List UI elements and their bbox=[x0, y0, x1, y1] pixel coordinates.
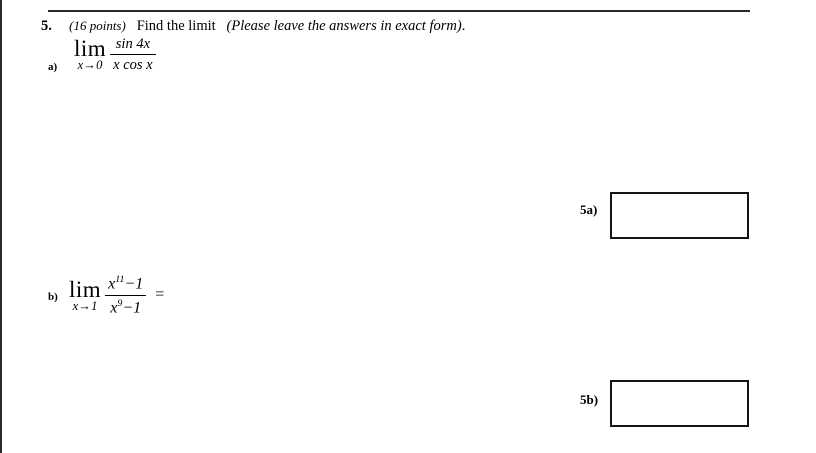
part-b-limit-subscript: x→1 bbox=[73, 300, 98, 313]
page-edge-artifact bbox=[0, 0, 2, 453]
part-b-sub-target: 1 bbox=[91, 299, 98, 314]
problem-instruction-note: (Please leave the answers in exact form) bbox=[226, 18, 462, 34]
problem-heading: 5. (16 points) Find the limit (Please le… bbox=[41, 19, 465, 34]
part-b-den-exponent: 9 bbox=[117, 297, 123, 309]
part-b-equals-sign: = bbox=[155, 285, 165, 303]
part-b-numerator: x11−1 bbox=[105, 274, 146, 293]
heading-space-2 bbox=[219, 18, 223, 34]
part-a-denominator: x cos x bbox=[113, 56, 153, 73]
part-b-den-rest: −1 bbox=[122, 299, 142, 317]
problem-points: (16 points) bbox=[69, 18, 126, 33]
part-b-limit-operator: lim x→1 bbox=[69, 278, 101, 313]
part-a-lim-word: lim bbox=[74, 36, 107, 62]
part-b-label: b) bbox=[48, 291, 58, 303]
part-b-num-rest: −1 bbox=[124, 275, 144, 293]
problem-instruction: Find the limit bbox=[136, 18, 216, 34]
answer-box-5a[interactable] bbox=[610, 192, 749, 239]
part-a-numerator: sin 4x bbox=[115, 36, 151, 52]
part-a-label: a) bbox=[48, 61, 58, 73]
part-b-sub-var: x bbox=[72, 299, 79, 314]
part-b-lim-word: lim bbox=[69, 277, 102, 303]
part-b-fraction-bar bbox=[105, 294, 147, 297]
heading-space-1 bbox=[129, 18, 133, 34]
part-b-denominator: x9−1 bbox=[107, 298, 144, 317]
part-b-num-exponent: 11 bbox=[115, 274, 125, 285]
part-a-expression: lim x→0 sin 4x x cos x bbox=[74, 36, 156, 73]
part-a-sub-var: x bbox=[77, 58, 84, 73]
part-a-fraction-bar bbox=[110, 53, 156, 56]
part-a-sub-target: 0 bbox=[96, 58, 103, 73]
answer-label-5a: 5a) bbox=[580, 202, 598, 217]
problem-instruction-period: . bbox=[461, 18, 466, 34]
part-a-limit-operator: lim x→0 bbox=[74, 37, 106, 72]
part-b-sub-arrow: → bbox=[78, 299, 92, 314]
part-a-fraction: sin 4x x cos x bbox=[110, 36, 156, 73]
answer-box-5b[interactable] bbox=[610, 380, 749, 427]
part-a-sub-arrow: → bbox=[83, 58, 97, 73]
part-a-limit-subscript: x→0 bbox=[78, 59, 103, 72]
part-b-fraction: x11−1 x9−1 bbox=[105, 274, 147, 317]
problem-number: 5. bbox=[41, 18, 52, 34]
top-horizontal-rule bbox=[48, 10, 750, 12]
part-b-num-base: x bbox=[108, 275, 116, 293]
part-b-expression: lim x→1 x11−1 x9−1 = bbox=[69, 274, 164, 317]
answer-label-5b: 5b) bbox=[580, 392, 599, 407]
part-b-den-base: x bbox=[110, 299, 118, 317]
